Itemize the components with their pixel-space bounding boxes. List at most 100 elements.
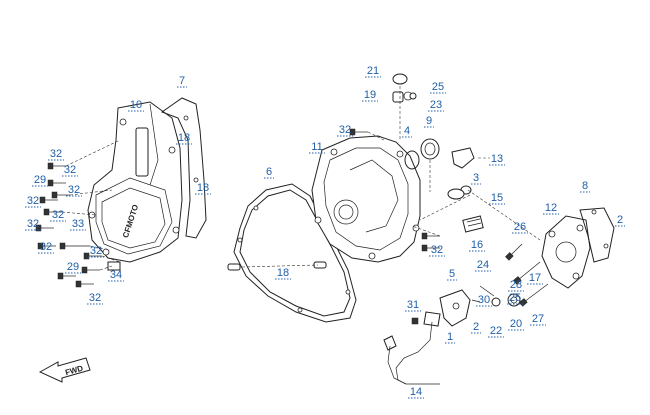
oring-25 [409, 92, 417, 100]
svg-text:2: 2 [617, 214, 623, 226]
callout[interactable]: 22 [488, 325, 504, 338]
gasket-8 [579, 207, 615, 263]
callout[interactable]: 29 [32, 174, 48, 187]
callout[interactable]: 32 [38, 241, 54, 254]
svg-text:34: 34 [110, 269, 122, 281]
callout[interactable]: 15 [489, 192, 505, 205]
callout[interactable]: 2 [471, 321, 481, 334]
svg-text:9: 9 [426, 115, 432, 127]
callout[interactable]: 32 [87, 292, 103, 305]
callout[interactable]: 32 [88, 245, 104, 258]
gasket-6 [233, 183, 357, 323]
svg-text:8: 8 [582, 180, 588, 192]
svg-text:5: 5 [449, 268, 455, 280]
svg-text:14: 14 [410, 386, 422, 398]
callout[interactable]: 25 [430, 81, 446, 94]
svg-text:18: 18 [178, 132, 190, 144]
crankcase-cover-left: CFMOTO [87, 101, 183, 263]
callout[interactable]: 2 [615, 214, 625, 227]
label-16 [462, 215, 484, 233]
callout[interactable]: 31 [405, 299, 421, 312]
callout[interactable]: 23 [428, 99, 444, 112]
gasket-7 [160, 97, 207, 239]
callout[interactable]: 20 [508, 318, 524, 331]
svg-text:6: 6 [266, 166, 272, 178]
svg-text:32: 32 [40, 241, 52, 253]
callout[interactable]: 27 [530, 313, 546, 326]
callout[interactable]: 29 [65, 261, 81, 274]
svg-text:2: 2 [473, 321, 479, 333]
callout[interactable]: 33 [70, 218, 86, 231]
callout[interactable]: 18 [176, 132, 192, 145]
callout[interactable]: 28 [508, 279, 524, 292]
svg-text:13: 13 [491, 153, 503, 165]
callout[interactable]: 19 [362, 89, 378, 102]
cap-21 [392, 73, 408, 85]
callout[interactable]: 25 [507, 292, 523, 305]
svg-text:32: 32 [27, 195, 39, 207]
callout[interactable]: 12 [543, 202, 559, 215]
dowel-pin [227, 263, 241, 271]
callout[interactable]: 3 [471, 172, 481, 185]
callout[interactable]: 11 [309, 141, 325, 154]
callout[interactable]: 32 [25, 195, 41, 208]
svg-text:22: 22 [490, 325, 502, 337]
svg-text:17: 17 [529, 272, 541, 284]
svg-text:18: 18 [197, 182, 209, 194]
forward-arrow-icon: FWD [38, 357, 91, 383]
svg-text:25: 25 [509, 292, 521, 304]
svg-text:32: 32 [89, 292, 101, 304]
callout[interactable]: 6 [264, 166, 274, 179]
callout[interactable]: 7 [177, 75, 187, 88]
callout[interactable]: 34 [108, 269, 124, 282]
oil-seal-9 [420, 138, 440, 160]
svg-text:32: 32 [339, 124, 351, 136]
callout[interactable]: 32 [50, 209, 66, 222]
callout[interactable]: 14 [408, 386, 424, 399]
callout[interactable]: 18 [195, 182, 211, 195]
svg-text:4: 4 [404, 125, 410, 137]
svg-text:28: 28 [510, 279, 522, 291]
svg-text:32: 32 [50, 148, 62, 160]
callout[interactable]: 30 [476, 294, 492, 307]
dowel-pin [313, 261, 327, 269]
fitting-13 [451, 147, 475, 169]
leader-lines [61, 86, 541, 271]
svg-text:27: 27 [532, 313, 544, 325]
svg-text:32: 32 [431, 244, 443, 256]
callout[interactable]: 32 [25, 218, 41, 231]
plug-19 [392, 91, 404, 103]
svg-text:16: 16 [471, 239, 483, 251]
callout[interactable]: 26 [512, 221, 528, 234]
callout[interactable]: 13 [489, 153, 505, 166]
svg-text:29: 29 [34, 174, 46, 186]
svg-text:20: 20 [510, 318, 522, 330]
svg-text:3: 3 [473, 172, 479, 184]
svg-text:15: 15 [491, 192, 503, 204]
callout[interactable]: 8 [580, 180, 590, 193]
callout[interactable]: 32 [337, 124, 353, 137]
callout[interactable]: 9 [424, 115, 434, 128]
svg-text:32: 32 [27, 218, 39, 230]
callout[interactable]: 10 [128, 99, 144, 112]
callout[interactable]: 17 [527, 272, 543, 285]
bolts-right [491, 243, 549, 307]
svg-text:32: 32 [64, 164, 76, 176]
svg-text:25: 25 [432, 81, 444, 93]
callout[interactable]: 32 [62, 164, 78, 177]
callout[interactable]: 32 [66, 184, 82, 197]
callout[interactable]: 16 [469, 239, 485, 252]
callout[interactable]: 32 [429, 244, 445, 257]
callout[interactable]: 21 [365, 65, 381, 78]
svg-text:19: 19 [364, 89, 376, 101]
callout[interactable]: 18 [275, 267, 291, 280]
callout[interactable]: 1 [445, 331, 455, 344]
callout[interactable]: 24 [475, 259, 491, 272]
svg-text:23: 23 [430, 99, 442, 111]
callout[interactable]: 32 [48, 148, 64, 161]
connector-14 [383, 335, 397, 351]
callout[interactable]: 4 [402, 125, 412, 138]
callout[interactable]: 5 [447, 268, 457, 281]
svg-text:18: 18 [277, 267, 289, 279]
